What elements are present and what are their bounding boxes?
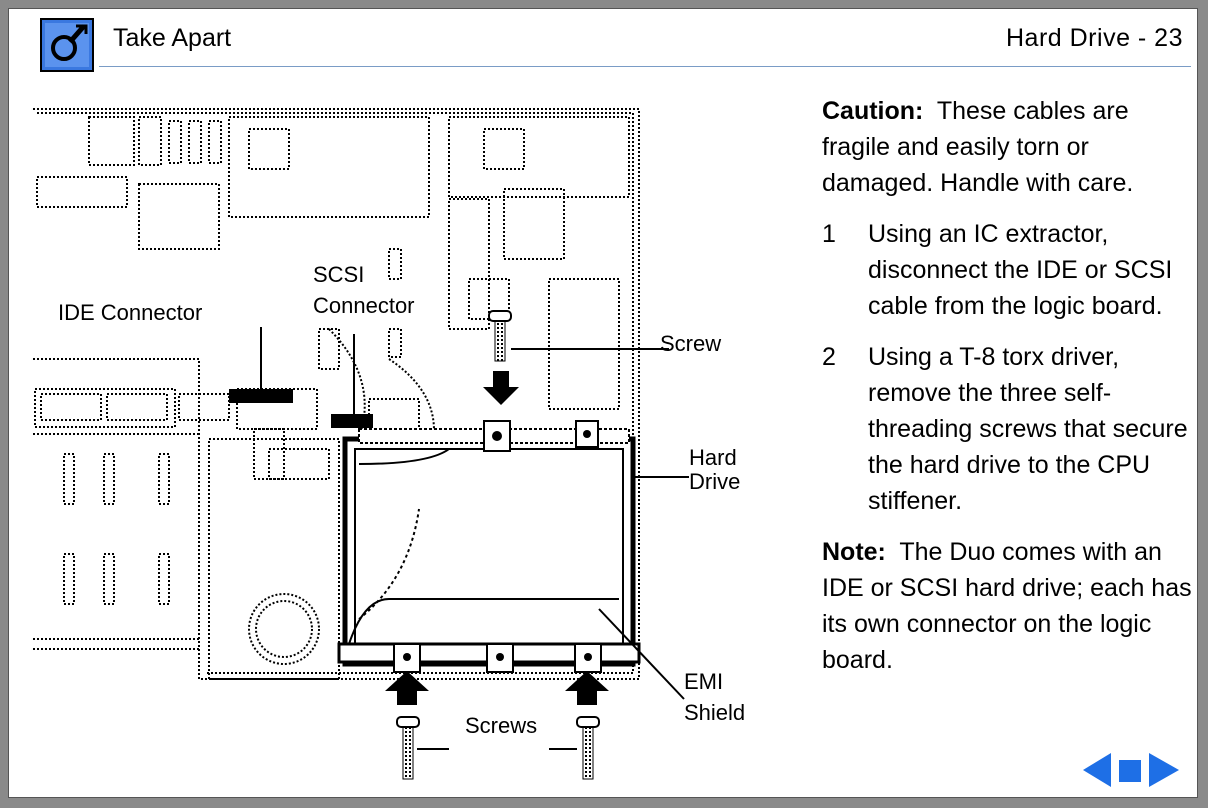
- caution-text: These cables are fragile and easily torn…: [822, 97, 1134, 197]
- scsi-connector: [331, 334, 373, 428]
- step-number: 1: [822, 220, 836, 248]
- note-paragraph: Note: The Duo comes with an IDE or SCSI …: [822, 534, 1192, 678]
- left-arrow-icon[interactable]: [1083, 753, 1111, 787]
- label-ide-connector: IDE Connector: [58, 300, 203, 325]
- note-text: The Duo comes with an IDE or SCSI hard d…: [822, 538, 1192, 674]
- bottom-screw-right: [576, 716, 600, 780]
- instructions: Caution: These cables are fragile and ea…: [822, 93, 1192, 693]
- up-arrow-icon: [565, 671, 609, 705]
- window: Take Apart Hard Drive - 23: [8, 8, 1198, 798]
- label-scsi-connector-line1: SCSI: [313, 262, 365, 287]
- prev-page-button[interactable]: [1083, 753, 1111, 787]
- section-title: Take Apart: [113, 24, 232, 52]
- caution-label: Caution:: [822, 97, 924, 125]
- label-emi-shield-line1: EMI: [684, 669, 724, 694]
- label-screws: Screws: [465, 713, 538, 738]
- step-text: Using an IC extractor, disconnect the ID…: [868, 220, 1173, 320]
- up-arrow-icon: [385, 671, 429, 705]
- header: Take Apart Hard Drive - 23: [9, 9, 1197, 72]
- label-hard-drive-line2: Drive: [689, 469, 741, 494]
- caution-paragraph: Caution: These cables are fragile and ea…: [822, 93, 1192, 201]
- home-button[interactable]: [1119, 760, 1141, 782]
- top-screw: [488, 310, 669, 362]
- step-2: 2 Using a T-8 torx driver, remove the th…: [822, 339, 1192, 519]
- next-page-button[interactable]: [1149, 753, 1179, 787]
- ide-connector: [229, 327, 293, 403]
- label-scsi-connector-line2: Connector: [313, 293, 415, 318]
- leader-lines: [417, 476, 689, 750]
- down-arrow-icon: [483, 371, 519, 405]
- hard-drive-diagram: [33, 108, 689, 780]
- square-icon[interactable]: [1119, 760, 1141, 782]
- navigation-controls: [1083, 753, 1179, 787]
- bottom-screw-left: [396, 716, 420, 780]
- label-emi-shield-line2: Shield: [684, 700, 746, 725]
- label-screw: Screw: [660, 331, 722, 356]
- note-label: Note:: [822, 538, 886, 566]
- page-title: Hard Drive - 23: [1006, 24, 1183, 52]
- header-divider: [99, 66, 1191, 67]
- step-text: Using a T-8 torx driver, remove the thre…: [868, 343, 1188, 515]
- label-hard-drive-line1: Hard: [689, 445, 737, 470]
- step-number: 2: [822, 343, 836, 371]
- step-1: 1 Using an IC extractor, disconnect the …: [822, 216, 1192, 324]
- right-arrow-icon[interactable]: [1149, 753, 1179, 787]
- take-apart-app-icon[interactable]: [40, 18, 94, 72]
- hard-drive: [337, 420, 641, 673]
